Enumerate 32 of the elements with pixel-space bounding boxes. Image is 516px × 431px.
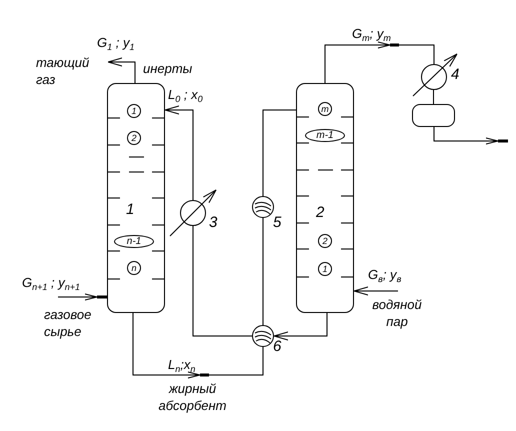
tray-number: 1 — [127, 104, 141, 118]
edge-label: G$_{в}$; y$_{в}$ — [368, 266, 402, 283]
stream-label: инерты — [143, 60, 194, 77]
pump-symbol — [252, 325, 274, 347]
tray-number: n-1 — [114, 235, 154, 248]
callout-number: 3 — [209, 214, 218, 231]
heat-exchanger-symbol — [421, 64, 447, 90]
edge-label: G$_{1}$ ; y$_{1}$ — [97, 34, 134, 51]
stream-label: тающий газ — [36, 54, 90, 88]
stream-label: водяной пар — [371, 296, 423, 330]
tray-number: 1 — [318, 262, 332, 276]
callout-number: 6 — [273, 338, 282, 355]
section-number: 1 — [126, 201, 136, 218]
heat-exchanger-symbol — [180, 200, 206, 226]
section-number: 2 — [316, 204, 326, 221]
stream-label: жирный абсорбент — [157, 380, 228, 414]
tray-number: 2 — [318, 234, 332, 248]
tray-number: m-1 — [305, 129, 345, 142]
callout-number: 5 — [273, 214, 282, 231]
stream-label: газовое сырье — [44, 306, 92, 340]
column-vessel — [296, 83, 354, 313]
callout-number: 4 — [451, 66, 460, 83]
tray-number: n — [127, 261, 141, 275]
separator-vessel — [412, 104, 455, 127]
edge-label: G$_{n+1}$ ; y$_{n+1}$ — [22, 274, 80, 291]
edge-label: L$_{0}$ ; x$_{0}$ — [168, 86, 203, 103]
edge-label: L$_{n}$;x$_{n}$ — [168, 356, 196, 373]
edge-label: G$_{m}$; y$_{m}$ — [352, 25, 391, 42]
column-vessel — [107, 83, 165, 313]
pump-symbol — [252, 196, 274, 218]
tray-number: 2 — [127, 131, 141, 145]
tray-number: m — [318, 102, 332, 116]
